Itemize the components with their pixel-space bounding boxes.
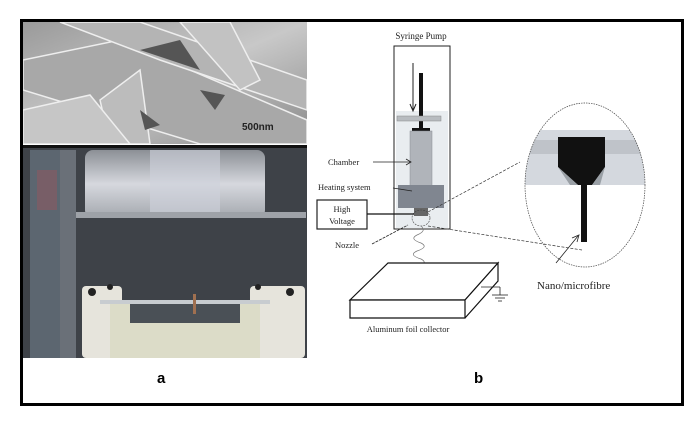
syringe-pump-box: [393, 45, 451, 230]
plunger-rod: [419, 73, 423, 129]
fibre-label: Nano/microfibre: [537, 280, 610, 292]
magnified-circle: [524, 102, 646, 268]
heating-ring: [398, 185, 444, 208]
ground-icon: [481, 286, 508, 302]
high-voltage-label-1: High: [334, 204, 352, 214]
collector-side: [349, 261, 499, 319]
sem-image: [23, 22, 307, 144]
syringe-pump-label: Syringe Pump: [395, 31, 447, 41]
flange: [396, 115, 442, 122]
panel-b-label: b: [474, 370, 483, 387]
chamber-label: Chamber: [328, 157, 359, 167]
syringe-barrel: [409, 130, 433, 187]
panel-a-label: a: [157, 370, 166, 387]
high-voltage-box: [316, 199, 368, 230]
apparatus-photo: [23, 145, 307, 358]
high-voltage-label-2: Voltage: [329, 216, 355, 226]
sem-scale-bar: 500nm: [242, 122, 274, 133]
heating-system-label: Heating system: [318, 182, 371, 192]
collector-label: Aluminum foil collector: [367, 324, 450, 334]
nozzle-label: Nozzle: [335, 240, 359, 250]
magnified-nozzle: [525, 130, 645, 242]
